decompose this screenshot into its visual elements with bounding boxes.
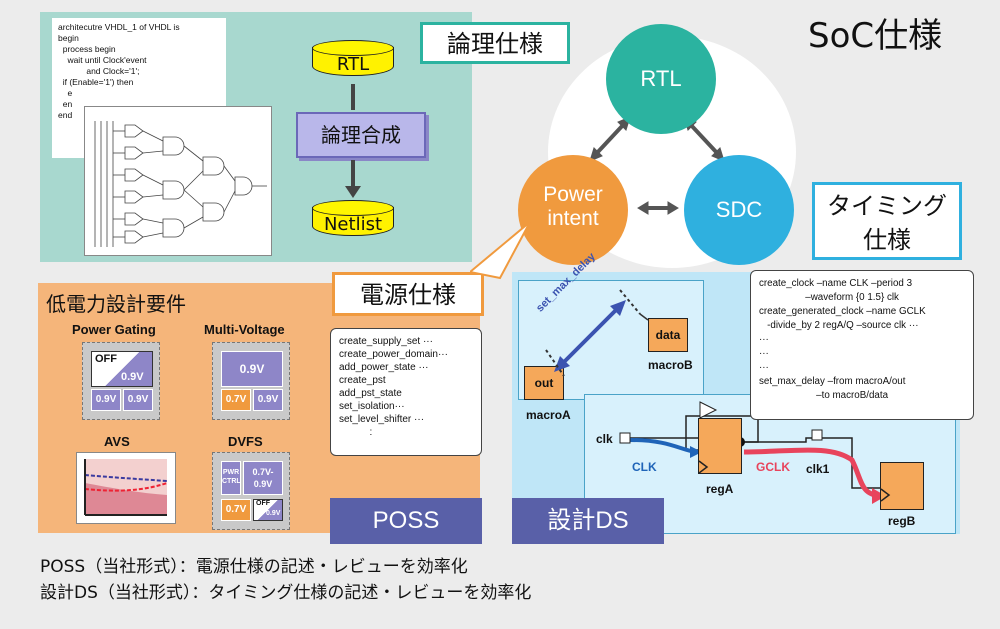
poss-line: add_pst_state — [339, 388, 402, 399]
off-region — [91, 351, 153, 387]
timing-callout-line: タイミング — [827, 192, 947, 220]
CLK-label: CLK — [632, 460, 657, 474]
logic-spec-callout: 論理仕様 — [420, 22, 570, 64]
macroA-out-box: out — [524, 366, 564, 400]
sdc-line: –waveform {0 1.5} clk — [759, 292, 899, 303]
sdc-line: create_clock –name CLK –period 3 — [759, 278, 913, 289]
power-intent-label: intent — [547, 207, 599, 230]
sdc-line: ··· — [759, 362, 769, 373]
sdc-code-card: create_clock –name CLK –period 3 –wavefo… — [750, 270, 974, 420]
voltage-range-cell: 0.7V- 0.9V — [243, 461, 283, 495]
link-arrows — [589, 116, 725, 215]
max-delay-arrow — [545, 289, 649, 377]
voltage-cell: 0.7V — [221, 499, 251, 521]
voltage-cell: 0.9V — [253, 389, 283, 411]
vhdl-line: en — [58, 99, 73, 109]
poss-line: : — [339, 427, 373, 438]
off-label: OFF — [95, 353, 117, 365]
logic-synthesis-box: 論理合成 — [296, 112, 426, 158]
sdc-line: –to macroB/data — [759, 390, 889, 401]
vhdl-line: process begin — [58, 44, 116, 54]
regB-label: regB — [888, 514, 916, 528]
power-spec-callout: 電源仕様 — [332, 272, 484, 316]
dvfs-label: DVFS — [228, 434, 263, 449]
rtl-node: RTL — [606, 24, 716, 134]
rtl-db-label: RTL — [336, 54, 370, 75]
poss-line: add_power_state ··· — [339, 362, 429, 373]
vhdl-line: and Clock='1'; — [58, 66, 140, 76]
off-cell: OFF 0.9V — [253, 499, 283, 521]
arrow-down-icon — [351, 84, 355, 110]
gate-schematic-icon — [94, 121, 267, 247]
poss-line: set_isolation··· — [339, 401, 405, 412]
voltage-label: 0.9V — [266, 510, 281, 517]
design-ds-label: 設計DS — [512, 498, 664, 544]
off-label: OFF — [256, 500, 270, 507]
sdc-line: create_generated_clock –name GCLK — [759, 306, 926, 317]
dvfs-chip: PWR CTRL 0.7V- 0.9V 0.7V OFF 0.9V — [212, 452, 290, 530]
arrow-down-icon — [351, 160, 355, 190]
voltage-cell: 0.7V — [221, 389, 251, 411]
vhdl-line: architecutre VHDL_1 of VHDL is — [58, 22, 180, 32]
arrowhead-icon — [345, 186, 361, 198]
timing-callout-line: 仕様 — [863, 226, 911, 254]
netlist-schematic — [84, 106, 272, 256]
rtl-database-icon: RTL — [312, 40, 394, 84]
clk1-label: clk1 — [806, 462, 830, 476]
macroA-label: macroA — [526, 408, 571, 422]
vhdl-line: wait until Clock'event — [58, 55, 147, 65]
sdc-line: ··· — [759, 348, 769, 359]
poss-code-card: create_supply_set ··· create_power_domai… — [330, 328, 482, 456]
sdc-line: set_max_delay –from macroA/out — [759, 376, 906, 387]
vhdl-line: if (Enable='1') then — [58, 77, 134, 87]
avs-label: AVS — [104, 434, 130, 449]
voltage-label: 0.9V — [121, 371, 144, 383]
power-gating-label: Power Gating — [72, 322, 156, 337]
clk-label: clk — [596, 432, 613, 446]
sdc-line: -divide_by 2 regA/Q –source clk ··· — [759, 320, 919, 331]
sdc-node: SDC — [684, 155, 794, 265]
vhdl-line: begin — [58, 33, 79, 43]
vhdl-line: e — [58, 88, 73, 98]
netlist-database-icon: Netlist — [312, 200, 394, 244]
poss-line: create_power_domain··· — [339, 349, 448, 360]
page-title: SoC仕様 — [808, 16, 943, 56]
power-gating-chip: OFF 0.9V 0.9V 0.9V — [82, 342, 160, 420]
avs-graph-icon — [76, 452, 176, 524]
footer-line-design-ds: 設計DS（当社形式）：タイミング仕様の記述・レビューを効率化 — [40, 583, 532, 603]
timing-spec-callout: タイミング 仕様 — [812, 182, 962, 260]
macroB-data-box: data — [648, 318, 688, 352]
voltage-cell: 0.9V — [91, 389, 121, 411]
poss-line: create_pst — [339, 375, 386, 386]
rtl-node-label: RTL — [640, 66, 682, 91]
regB-box — [880, 462, 924, 510]
poss-line: create_supply_set ··· — [339, 336, 433, 347]
regA-label: regA — [706, 482, 734, 496]
macroB-label: macroB — [648, 358, 693, 372]
poss-line: set_level_shifter ··· — [339, 414, 425, 425]
netlist-db-label: Netlist — [323, 214, 383, 235]
GCLK-label: GCLK — [756, 460, 790, 474]
multi-voltage-label: Multi-Voltage — [204, 322, 285, 337]
pwr-ctrl-cell: PWR CTRL — [221, 461, 241, 495]
regA-box — [698, 418, 742, 474]
voltage-cell: 0.9V — [221, 351, 283, 387]
power-intent-label: Power — [543, 183, 603, 206]
footer-line-poss: POSS（当社形式）：電源仕様の記述・レビューを効率化 — [40, 557, 468, 577]
power-intent-node: Power intent — [518, 155, 628, 265]
poss-label: POSS — [330, 498, 482, 544]
sdc-line: ··· — [759, 334, 769, 345]
voltage-cell: 0.9V — [123, 389, 153, 411]
vhdl-line: end — [58, 110, 73, 120]
low-power-heading: 低電力設計要件 — [46, 292, 186, 316]
sdc-node-label: SDC — [715, 197, 763, 222]
callout-pointer — [470, 222, 531, 280]
multi-voltage-chip: 0.9V 0.7V 0.9V — [212, 342, 290, 420]
